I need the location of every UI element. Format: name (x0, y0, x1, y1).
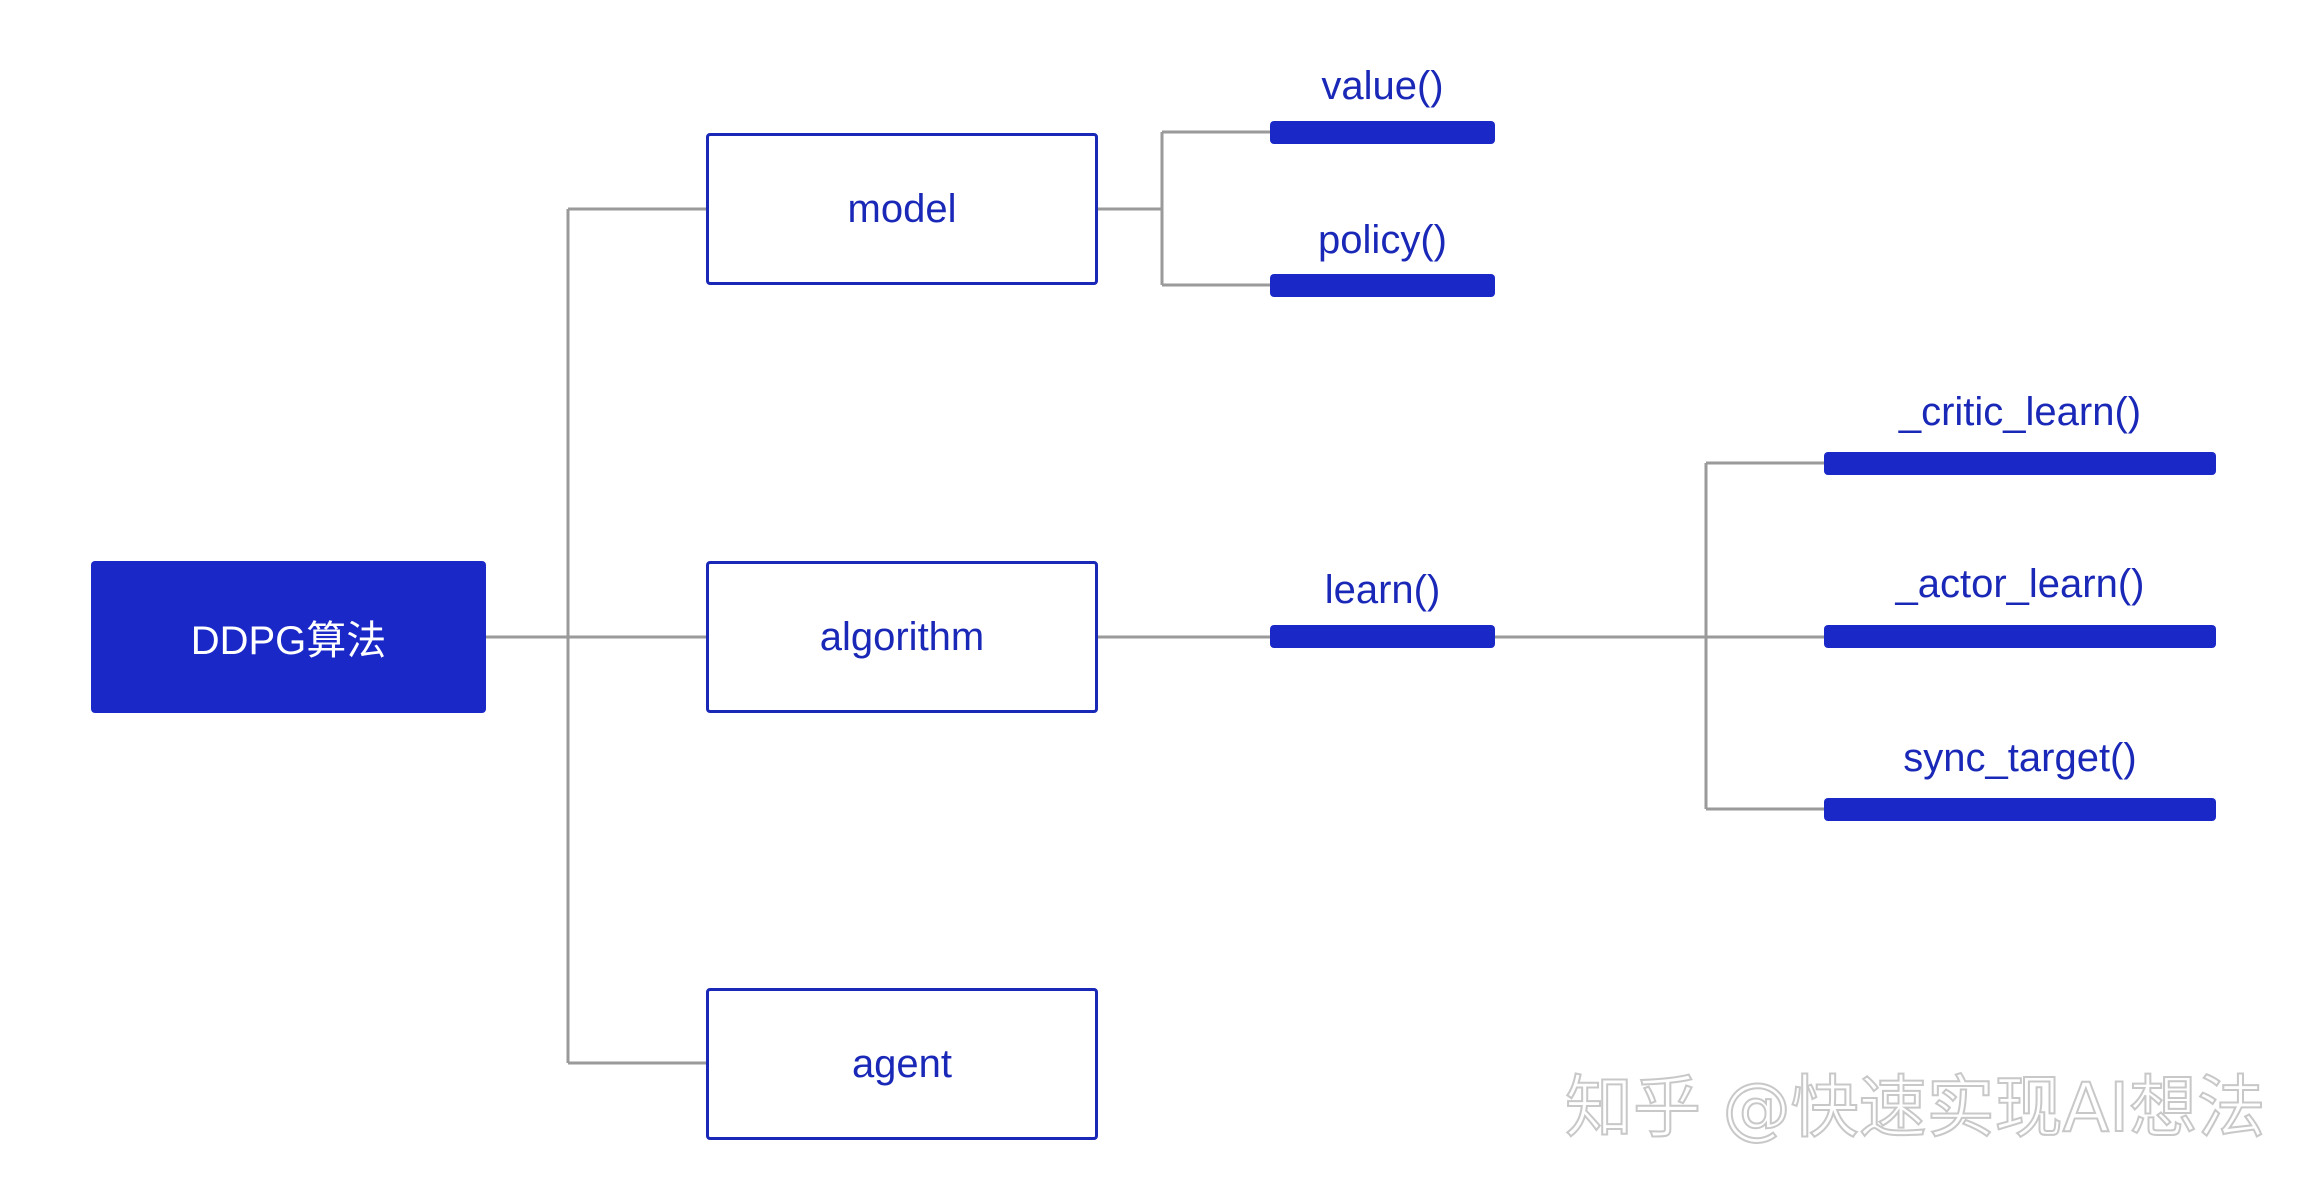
policy-label: policy() (1318, 218, 1447, 262)
policy-bar (1270, 274, 1495, 297)
root-node: DDPG算法 (91, 561, 486, 713)
learn-bar (1270, 625, 1495, 648)
learn-label: learn() (1324, 568, 1441, 612)
watermark-text: 知乎 @快速实现AI想法 (1564, 1069, 2266, 1148)
model-node-label: model (847, 186, 957, 231)
critic-learn-label: _critic_learn() (1898, 390, 2142, 434)
root-node-label: DDPG算法 (190, 619, 387, 663)
agent-node: agent (706, 988, 1098, 1140)
agent-node-label: agent (851, 1041, 953, 1086)
sync-target-label: sync_target() (1903, 736, 2137, 780)
algorithm-node: algorithm (706, 561, 1098, 713)
value-label: value() (1321, 64, 1444, 108)
sync-target-bar (1824, 798, 2216, 821)
value-bar (1270, 121, 1495, 144)
algorithm-node-label: algorithm (819, 614, 985, 659)
model-node: model (706, 133, 1098, 285)
actor-learn-label: _actor_learn() (1895, 562, 2145, 606)
critic-learn-bar (1824, 452, 2216, 475)
actor-learn-bar (1824, 625, 2216, 648)
